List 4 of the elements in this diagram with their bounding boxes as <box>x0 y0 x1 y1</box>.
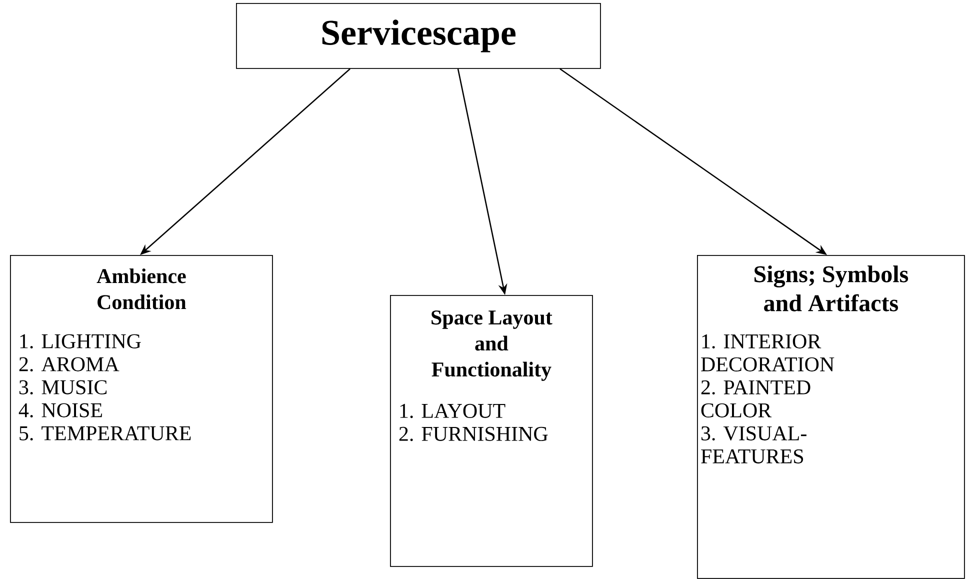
title-box: Servicescape <box>236 3 601 69</box>
category-box: Ambience Condition 1. LIGHTING 2. AROMA 3. MUSIC 4. NOISE 5. TEMPERATURE <box>10 255 273 523</box>
category-box: Signs; Symbols and Artifacts 1. INTERIOR DECORATION 2. PAINTED COLOR 3. VISUAL-FEATURES <box>697 255 965 579</box>
category-box: Space Layout and Functionality 1. LAYOUT 2. FURNISHING <box>390 295 593 567</box>
